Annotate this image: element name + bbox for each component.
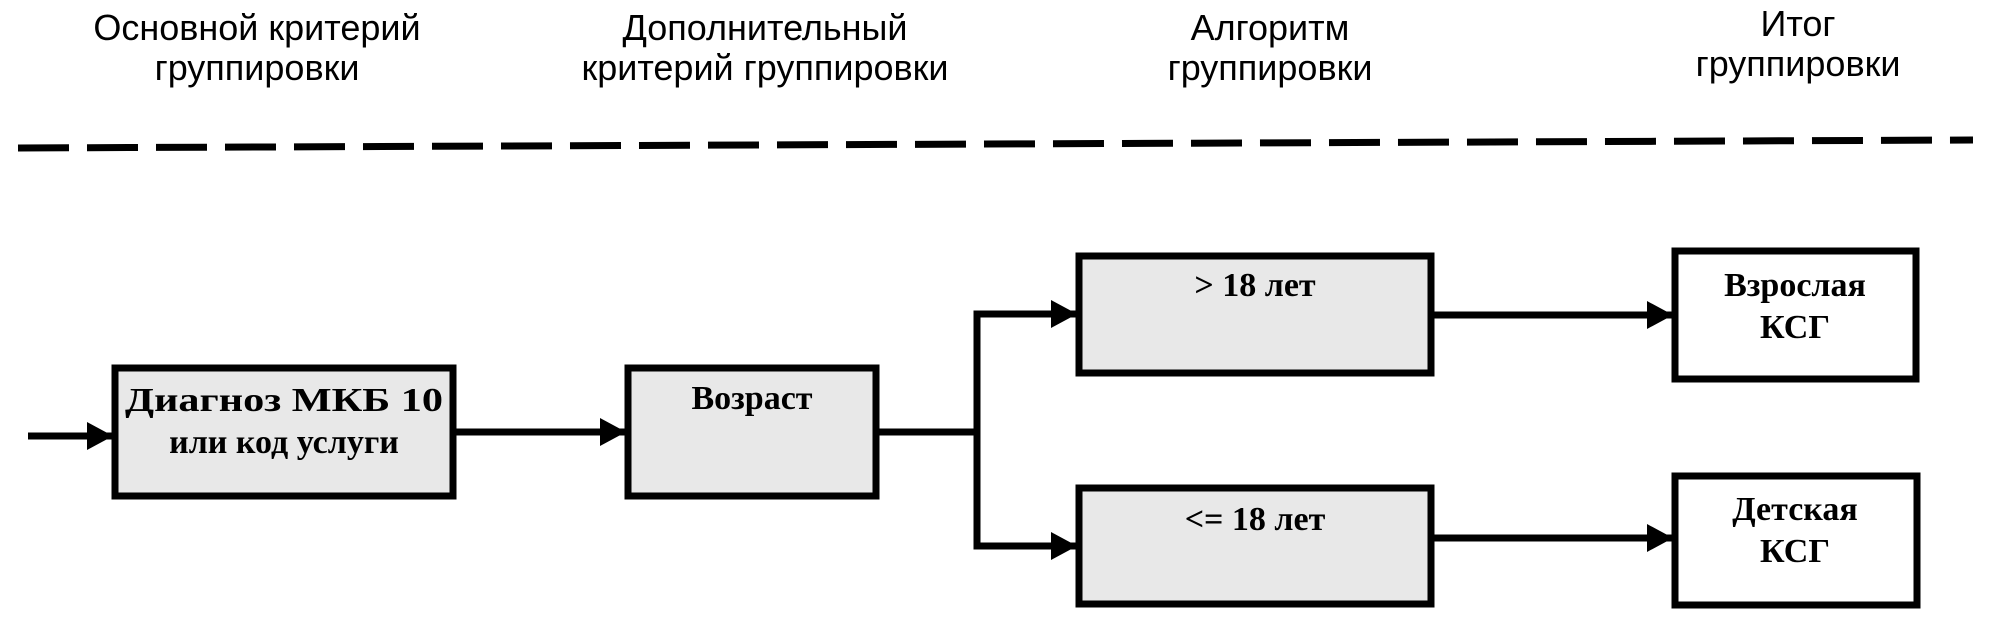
node-label: Взрослая (1724, 267, 1866, 304)
node-primary-criterion: Диагноз МКБ 10 или код услуги (111, 364, 457, 500)
node-box (111, 364, 457, 500)
node-label: <= 18 лет (1185, 501, 1326, 538)
header-algorithm: Алгоритм группировки (1030, 8, 1510, 88)
node-box (1075, 252, 1435, 377)
header-line: Итог (1760, 3, 1836, 44)
node-box (1075, 484, 1435, 608)
header-separator (17, 136, 1974, 152)
header-line: Основной критерий (93, 7, 421, 48)
edge-secondary-to-branch-adult (973, 300, 1077, 435)
node-branch-child: <= 18 лет (1075, 484, 1435, 608)
node-label: Детская (1732, 491, 1858, 528)
node-box (1671, 472, 1921, 609)
node-result-child: Детская КСГ (1671, 472, 1921, 609)
node-label: Диагноз МКБ 10 (125, 382, 443, 419)
node-label: или код услуги (169, 424, 399, 461)
node-box (1671, 247, 1920, 383)
node-label: > 18 лет (1194, 267, 1316, 304)
header-line: критерий группировки (581, 47, 949, 88)
header-line: группировки (1167, 47, 1373, 88)
node-secondary-criterion: Возраст (624, 364, 880, 500)
header-line: Дополнительный (622, 7, 908, 48)
node-branch-adult: > 18 лет (1075, 252, 1435, 377)
node-label: КСГ (1760, 533, 1830, 570)
header-secondary-criterion: Дополнительный критерий группировки (525, 8, 1005, 88)
header-line: группировки (154, 47, 360, 88)
node-label: КСГ (1760, 309, 1830, 346)
header-primary-criterion: Основной критерий группировки (17, 8, 497, 88)
node-label: Возраст (691, 380, 812, 417)
edge-secondary-to-branch-child (973, 429, 1077, 560)
header-line: группировки (1695, 43, 1901, 84)
node-result-adult: Взрослая КСГ (1671, 247, 1920, 383)
node-box (624, 364, 880, 500)
header-result: Итог группировки (1558, 4, 1997, 84)
header-line: Алгоритм (1190, 7, 1350, 48)
